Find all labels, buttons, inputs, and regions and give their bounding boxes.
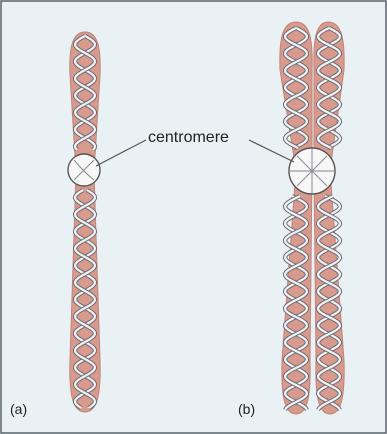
label-a: (a)	[10, 401, 27, 417]
centromere-label: centromere	[148, 129, 229, 146]
label-b: (b)	[238, 401, 255, 417]
